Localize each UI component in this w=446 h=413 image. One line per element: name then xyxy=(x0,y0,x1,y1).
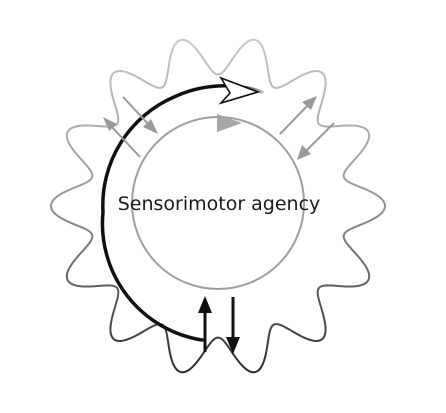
gray-arrow-pair-right xyxy=(279,96,335,160)
outer-cycle-arc xyxy=(100,84,264,342)
inner-circle-arrowhead xyxy=(217,114,242,132)
wavy-boundary-membrane xyxy=(49,38,387,374)
outer-arc-arrowhead xyxy=(218,76,261,105)
center-label: Sensorimotor agency xyxy=(118,193,321,215)
gray-arrow-pair-left xyxy=(103,96,158,158)
black-arrow-pair-bottom xyxy=(198,296,240,354)
